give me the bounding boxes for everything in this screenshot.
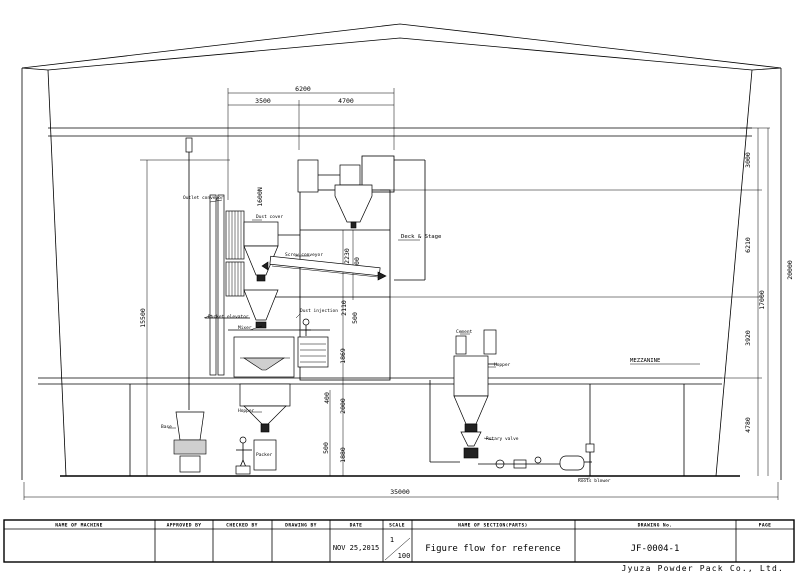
label-bucket-elevator: Bucket elevator — [208, 314, 249, 320]
dim-span-left: 3500 — [255, 97, 271, 105]
dimension-text: 6200 3500 4700 15500 20000 17000 3000 62… — [139, 85, 794, 496]
header-page: PAGE — [759, 523, 772, 529]
dim-2230: 2230 — [343, 248, 351, 264]
label-hopper-right: Hopper — [494, 362, 511, 368]
dim-400: 400 — [323, 392, 331, 404]
left-outlet — [173, 137, 207, 473]
value-date: NOV 25,2015 — [333, 544, 379, 552]
dim-right-seg-4: 4780 — [744, 417, 752, 433]
dim-1880: 1880 — [339, 447, 347, 463]
dim-right-seg-2: 6210 — [744, 237, 752, 253]
dim-1869: 1869 — [339, 348, 347, 364]
company-name: Jyuza Powder Pack Co., Ltd. — [621, 564, 784, 573]
screw-conveyor — [261, 255, 387, 281]
title-block — [3, 519, 795, 563]
label-deck-stage: Deck & Stage — [401, 234, 442, 240]
value-scale-den: 100 — [398, 552, 411, 560]
dimension-lines — [23, 88, 779, 500]
mixer-area — [228, 318, 330, 378]
value-drawing-no: JF-0004-1 — [631, 544, 680, 554]
label-base: Base — [161, 424, 172, 430]
dim-left-height: 15500 — [139, 308, 147, 328]
label-mixer: Mixer — [238, 325, 252, 331]
cement-silo — [429, 329, 595, 476]
header-checked: CHECKED BY — [226, 523, 258, 529]
dim-2110: 2110 — [340, 300, 348, 316]
value-section-name: Figure flow for reference — [425, 544, 560, 554]
header-drawing-no: DRAWING No. — [638, 523, 673, 529]
title-block-headers: NAME OF MACHINE APPROVED BY CHECKED BY D… — [55, 523, 771, 529]
dim-right-sub: 17000 — [758, 290, 766, 310]
building-outline — [21, 23, 782, 480]
header-machine: NAME OF MACHINE — [55, 523, 103, 529]
label-mezzanine: MEZZANINE — [630, 358, 661, 364]
header-drawing-by: DRAWING BY — [285, 523, 317, 529]
top-cyclone — [297, 159, 373, 229]
bucket-elevator — [205, 194, 250, 376]
dim-500a: 500 — [353, 257, 361, 269]
dim-2000: 2000 — [339, 398, 347, 414]
label-dust-cover: Dust cover — [256, 214, 283, 220]
label-outlet-conveyor: Outlet conveyor — [183, 195, 224, 201]
title-block-values: NOV 25,2015 1 100 Figure flow for refere… — [333, 536, 680, 560]
dim-500b: 500 — [351, 312, 359, 324]
value-scale-num: 1 — [390, 536, 394, 544]
equipment-labels: Outlet conveyor Dust cover Screw conveyo… — [161, 195, 661, 484]
dust-filter-unit — [225, 210, 300, 329]
dim-total-width: 35000 — [390, 488, 410, 496]
header-date: DATE — [350, 523, 363, 529]
header-approved: APPROVED BY — [167, 523, 202, 529]
dim-span-right: 4700 — [338, 97, 354, 105]
label-roots-blower: Roots blower — [578, 478, 611, 484]
header-section: NAME OF SECTION(PARTS) — [458, 523, 528, 529]
dim-right-seg-1: 3000 — [744, 152, 752, 168]
packer-area — [235, 383, 291, 475]
dim-500c: 500 — [322, 442, 330, 454]
label-hopper-left: Hopper — [238, 408, 255, 414]
label-packer: Packer — [256, 452, 273, 458]
label-dust-injection: Dust injection — [300, 308, 338, 314]
label-screw-conveyor: Screw conveyor — [285, 252, 323, 258]
label-cement: Cement — [456, 329, 473, 335]
dim-small-top: 1600N — [256, 187, 264, 207]
dim-top-span: 6200 — [295, 85, 311, 93]
label-rotary-valve: Rotary valve — [486, 436, 519, 442]
dim-right-total: 20000 — [786, 260, 794, 280]
header-scale: SCALE — [389, 523, 405, 529]
dim-right-seg-3: 3920 — [744, 330, 752, 346]
leader-lines — [168, 199, 700, 480]
